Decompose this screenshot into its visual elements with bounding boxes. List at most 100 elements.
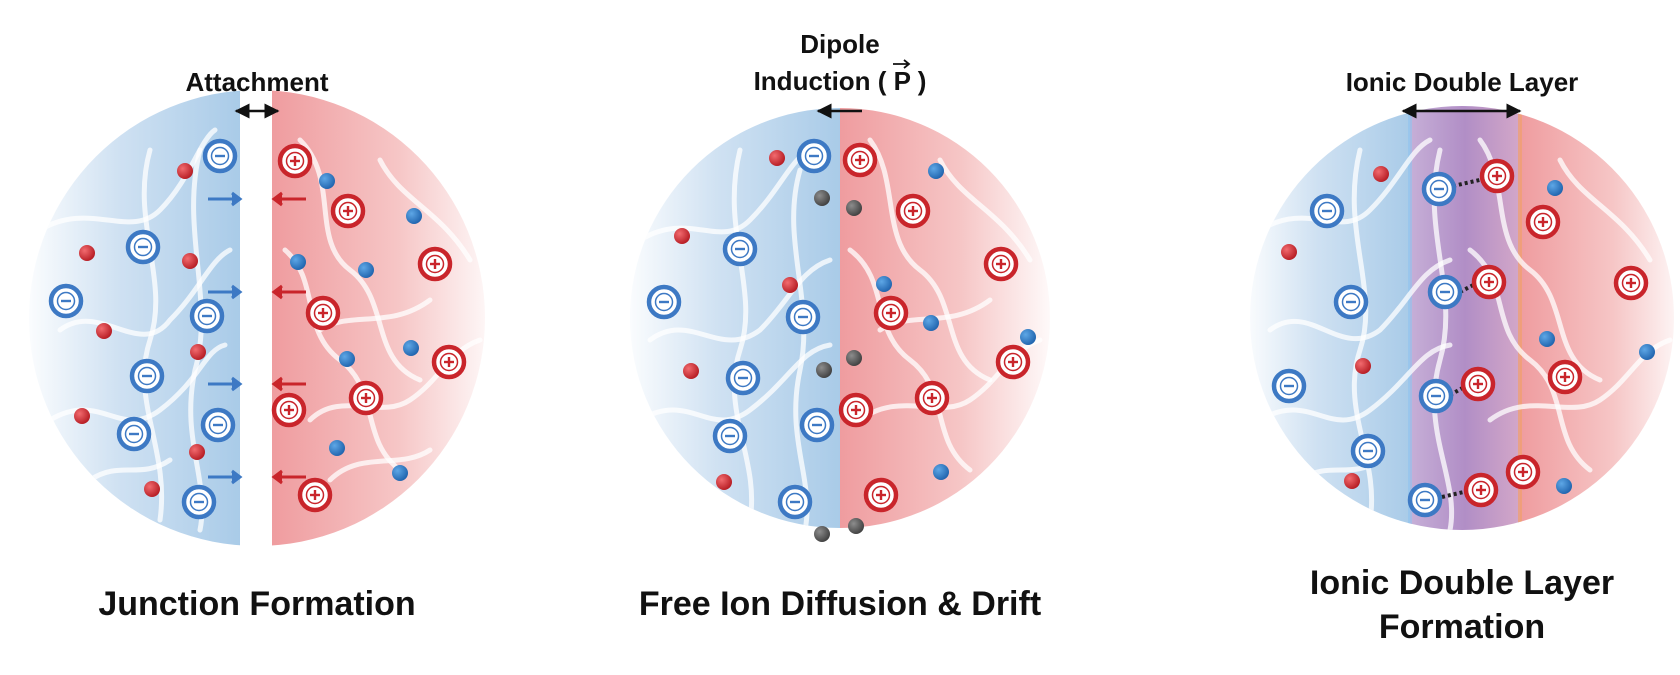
cation-icon bbox=[863, 477, 899, 513]
anion-dot bbox=[928, 163, 944, 179]
neutral-dot bbox=[846, 200, 862, 216]
panel-junction-formation: Attachment Junction Formation bbox=[29, 67, 485, 623]
migration-arrows bbox=[208, 191, 306, 485]
cation-dot bbox=[74, 408, 90, 424]
polymer-chains bbox=[637, 137, 1043, 528]
anion-icon bbox=[202, 138, 238, 174]
ionic-double-layer-label: Ionic Double Layer bbox=[1346, 67, 1579, 97]
ionic-double-layer-caption-line2: Formation bbox=[1379, 608, 1545, 646]
anion-dot bbox=[1539, 331, 1555, 347]
anion-icon bbox=[725, 360, 761, 396]
cation-icon bbox=[1613, 265, 1649, 301]
cation-icon bbox=[1547, 359, 1583, 395]
anion-dot bbox=[1020, 329, 1036, 345]
neutral-dot bbox=[814, 526, 830, 542]
cation-icon bbox=[417, 246, 453, 282]
cation-dot bbox=[1355, 358, 1371, 374]
cation-dot bbox=[177, 163, 193, 179]
cation-dot bbox=[96, 323, 112, 339]
anion-icon bbox=[646, 284, 682, 320]
cation-icon bbox=[431, 344, 467, 380]
cation-icon bbox=[983, 246, 1019, 282]
anion-markers bbox=[646, 138, 835, 520]
neutral-dot bbox=[816, 362, 832, 378]
anion-icon bbox=[200, 407, 236, 443]
anion-icon bbox=[1418, 378, 1454, 414]
cation-icon bbox=[1460, 366, 1496, 402]
cation-dot bbox=[79, 245, 95, 261]
vector-arrow-icon bbox=[893, 59, 911, 69]
panel-free-ion-diffusion: Dipole Induction ( P ) Free Ion Diffusio… bbox=[630, 29, 1050, 623]
cation-icon bbox=[995, 344, 1031, 380]
ion-pair-links bbox=[1441, 177, 1485, 499]
anion-icon bbox=[1407, 482, 1443, 518]
anion-icon bbox=[181, 484, 217, 520]
anion-dot bbox=[329, 440, 345, 456]
cation-dot bbox=[189, 444, 205, 460]
cation-icon bbox=[305, 295, 341, 331]
cation-dot bbox=[683, 363, 699, 379]
cation-icon bbox=[1525, 204, 1561, 240]
cation-dot bbox=[1373, 166, 1389, 182]
neutral-dot bbox=[848, 518, 864, 534]
cation-dot bbox=[182, 253, 198, 269]
cation-icon bbox=[873, 295, 909, 331]
free-ions bbox=[1281, 166, 1655, 494]
attachment-label: Attachment bbox=[185, 67, 328, 97]
cation-markers bbox=[838, 142, 1031, 513]
anion-dot bbox=[290, 254, 306, 270]
free-ions bbox=[74, 163, 422, 497]
cation-dot bbox=[769, 150, 785, 166]
anion-icon bbox=[799, 407, 835, 443]
anion-markers bbox=[1271, 171, 1463, 518]
anion-icon bbox=[1309, 193, 1345, 229]
anion-icon bbox=[1427, 274, 1463, 310]
cation-dot bbox=[716, 474, 732, 490]
anion-icon bbox=[48, 283, 84, 319]
cation-markers bbox=[1460, 158, 1649, 508]
cation-icon bbox=[1505, 454, 1541, 490]
anion-dot bbox=[1639, 344, 1655, 360]
anion-icon bbox=[777, 484, 813, 520]
cation-icon bbox=[277, 143, 313, 179]
anion-icon bbox=[785, 299, 821, 335]
cation-dot bbox=[1344, 473, 1360, 489]
diffusion-sphere bbox=[630, 108, 1050, 528]
anion-dot bbox=[923, 315, 939, 331]
anion-icon bbox=[129, 358, 165, 394]
anion-dot bbox=[933, 464, 949, 480]
anion-icon bbox=[125, 229, 161, 265]
neutral-dot bbox=[846, 350, 862, 366]
cation-icon bbox=[348, 380, 384, 416]
anion-icon bbox=[116, 416, 152, 452]
anion-markers bbox=[48, 138, 238, 520]
ionic-double-layer-caption-line1: Ionic Double Layer bbox=[1310, 564, 1614, 602]
cation-icon bbox=[1479, 158, 1515, 194]
cation-dot bbox=[782, 277, 798, 293]
cation-dot bbox=[674, 228, 690, 244]
anion-dot bbox=[1556, 478, 1572, 494]
dipole-label: Dipole bbox=[800, 29, 879, 59]
cation-dot bbox=[1281, 244, 1297, 260]
cation-icon bbox=[914, 380, 950, 416]
anion-icon bbox=[1333, 284, 1369, 320]
cation-dot bbox=[190, 344, 206, 360]
cation-dot bbox=[144, 481, 160, 497]
dipole-induction-label: Induction ( P ) bbox=[754, 66, 927, 96]
cation-icon bbox=[1463, 472, 1499, 508]
anion-icon bbox=[1350, 433, 1386, 469]
neutral-dot bbox=[814, 190, 830, 206]
anion-dot bbox=[319, 173, 335, 189]
anion-dot bbox=[339, 351, 355, 367]
junction-formation-caption: Junction Formation bbox=[98, 585, 415, 623]
anion-dot bbox=[406, 208, 422, 224]
anion-dot bbox=[1547, 180, 1563, 196]
cation-icon bbox=[838, 392, 874, 428]
anion-dot bbox=[876, 276, 892, 292]
anion-icon bbox=[722, 231, 758, 267]
cation-icon bbox=[842, 142, 878, 178]
anion-icon bbox=[796, 138, 832, 174]
cation-markers bbox=[271, 143, 467, 513]
cation-icon bbox=[271, 392, 307, 428]
